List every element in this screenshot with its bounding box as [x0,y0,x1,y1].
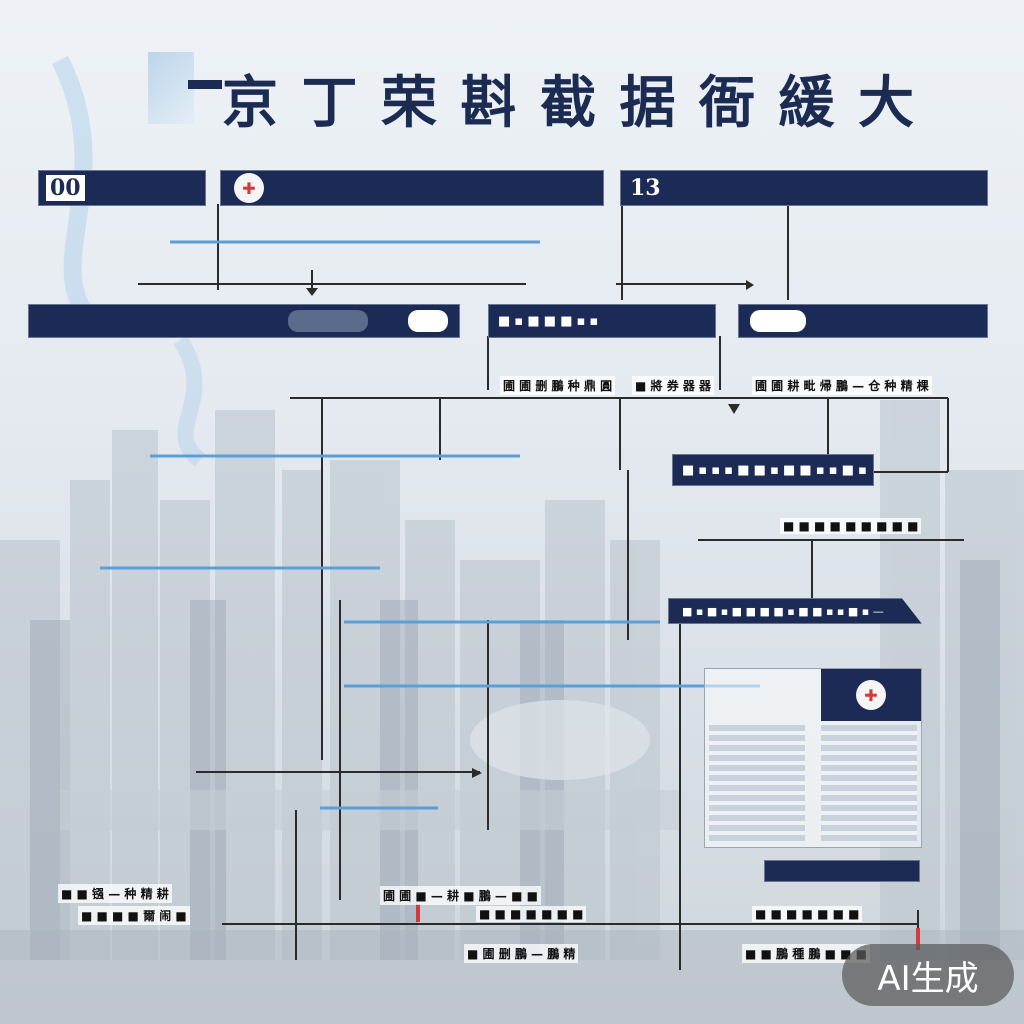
mid-bar-left [28,304,460,338]
mid-bar-right [738,304,988,338]
arrow-banner-label: ■ ▪ ■ ▪ ■ ■ ■ ■ ▪ ■ ■ ▪ ▪ ■ ▪ — [682,604,884,618]
panel-base-bar [764,860,920,882]
row-label-3: 圃 圃 耕 毗 帰 鵬 — 仓 种 精 棵 [752,376,932,395]
page-title: 京 丁 荣 斟 截 据 衙 緩 大 [222,70,916,136]
bottom-label-4: ■ ■ ■ ■ ■ ■ ■ [476,906,587,922]
header-right-number: 13 [630,175,661,201]
header-left-number: 00 [46,175,85,201]
bottom-label-3: 圃 圃 ■ — 耕 ■ 鵬 — ■ ■ [380,886,541,905]
bottom-label-5: ■ 圃 删 鵬 — 鵬 精 [464,944,579,963]
row-label-1: 圃 圃 删 鵬 种 鼎 圓 [500,376,616,395]
document-panel-header: ✚ [821,669,921,721]
sub-label-1: ■ ■ ■ ■ ■ ■ ■ ■ ■ [780,518,922,534]
bottom-label-1: ■ ■ 镪 — 种 精 耕 [58,884,172,903]
document-column-left [709,725,805,841]
title-decoration [148,52,222,124]
info-bar-label: ■ ▪ ▪ ▪ ■ ■ ▪ ■ ■ ▪ ▪ ■ ▪ [682,462,867,478]
arrow-banner: ■ ▪ ■ ▪ ■ ■ ■ ■ ▪ ■ ■ ▪ ▪ ■ ▪ — [668,598,922,624]
mid-bar-right-pill [750,310,806,332]
header-bar-center: ✚ [220,170,604,206]
header-bar-left: 00 [38,170,206,206]
header-bar-right: 13 [620,170,988,206]
ai-generated-watermark: AI生成 [842,944,1014,1006]
red-cross-icon: ✚ [856,680,886,710]
mid-bar-center: ■ ▪ ■ ■ ■ ▪ ▪ [488,304,716,338]
document-panel: ✚ [704,668,922,848]
info-bar: ■ ▪ ▪ ▪ ■ ■ ▪ ■ ■ ▪ ▪ ■ ▪ [672,454,874,486]
mid-bar-center-label: ■ ▪ ■ ■ ■ ▪ ▪ [498,313,599,329]
bottom-label-2: ■ ■ ■ ■ 爾 闹 ■ [78,906,190,925]
document-column-right [821,725,917,841]
mid-bar-left-pill-a [288,310,368,332]
row-label-2: ■ 將 券 器 器 [632,376,715,395]
red-cross-icon: ✚ [234,173,264,203]
mid-bar-left-pill-b [408,310,448,332]
bottom-label-7: ■ ■ 鵬 種 鵬 ■ ■ ■ [742,944,870,963]
bottom-label-6: ■ ■ ■ ■ ■ ■ ■ [752,906,863,922]
